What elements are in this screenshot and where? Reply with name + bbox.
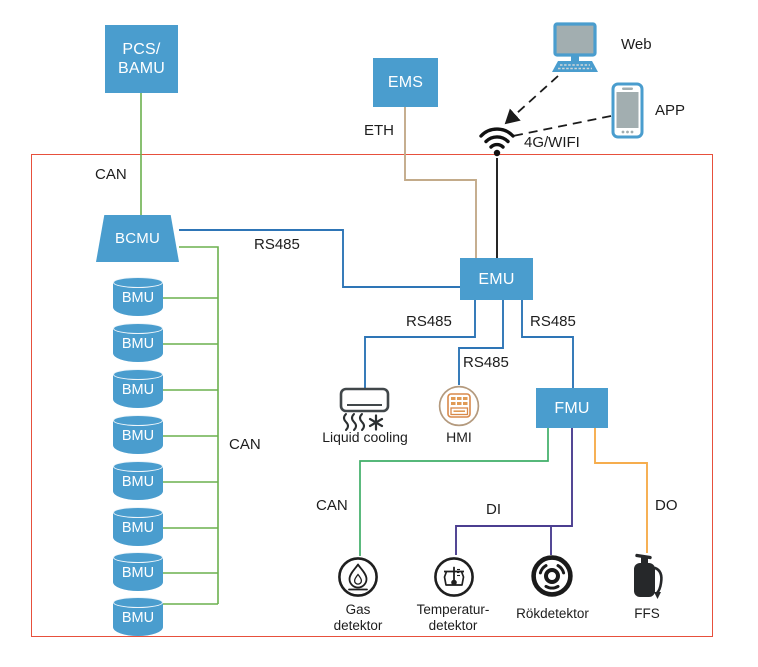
temp-detector-label-line1: Temperatur- — [416, 602, 490, 617]
bmu-cylinder-top — [113, 507, 163, 518]
rs485-bcmu-label: RS485 — [254, 236, 300, 253]
wifi-signal-icon — [479, 127, 515, 157]
bmu-label: BMU — [121, 565, 155, 581]
bmu-label: BMU — [121, 610, 155, 626]
can-gas-label: CAN — [316, 497, 348, 514]
eth-label: ETH — [364, 122, 394, 139]
air-conditioner-icon — [339, 387, 390, 431]
snowflake-icon — [368, 414, 384, 431]
node-bmu-4: BMU — [113, 415, 163, 454]
emu-label: EMU — [478, 270, 515, 288]
bmu-cylinder-top — [113, 277, 163, 288]
rs485-liquid-label: RS485 — [406, 313, 452, 330]
wifi-label: 4G/WIFI — [524, 134, 580, 151]
bmu-cylinder-top — [113, 552, 163, 563]
bmu-label: BMU — [121, 382, 155, 398]
liquid-cooling-label: Liquid cooling — [322, 429, 408, 445]
smartphone-icon — [611, 82, 644, 139]
node-bmu-7: BMU — [113, 552, 163, 591]
node-bmu-6: BMU — [113, 507, 163, 546]
ems-label: EMS — [387, 74, 424, 91]
control-panel-icon — [438, 385, 480, 427]
node-bmu-2: BMU — [113, 323, 163, 362]
can-bmu-label: CAN — [229, 436, 261, 453]
node-fmu: FMU — [536, 388, 608, 428]
can-pcs-label: CAN — [95, 166, 127, 183]
bmu-cylinder-top — [113, 415, 163, 426]
temp-detector-label-line2: detektor — [428, 617, 478, 633]
app-label: APP — [655, 102, 686, 119]
dashed-link-web-to-wifi — [504, 75, 559, 125]
gas-detector-label-line1: Gas — [345, 602, 371, 617]
desktop-computer-icon — [552, 22, 598, 72]
pcs-bamu-label-line1: PCS/ — [122, 41, 161, 58]
dashed-link-app-to-wifi — [512, 115, 612, 137]
bmu-cylinder-top — [113, 323, 163, 334]
bcmu-label: BCMU — [115, 230, 160, 247]
fire-extinguisher-icon — [634, 553, 663, 599]
flame-detector-icon — [338, 557, 378, 597]
node-emu: EMU — [460, 258, 533, 300]
web-label: Web — [621, 36, 652, 53]
rs485-hmi-label: RS485 — [463, 354, 509, 371]
node-pcs-bamu: PCS/ BAMU — [105, 25, 178, 93]
hmi-label: HMI — [446, 429, 472, 445]
bmu-cylinder-top — [113, 369, 163, 380]
bmu-label: BMU — [121, 520, 155, 536]
rs485-fmu-label: RS485 — [530, 313, 576, 330]
bmu-label: BMU — [121, 428, 155, 444]
system-boundary-frame — [31, 154, 713, 637]
do-label: DO — [655, 497, 678, 514]
bmu-label: BMU — [121, 290, 155, 306]
pcs-bamu-label-line2: BAMU — [117, 60, 166, 77]
node-bcmu: BCMU — [96, 215, 179, 262]
di-label: DI — [486, 501, 501, 518]
node-ems: EMS — [373, 58, 438, 107]
fmu-label: FMU — [554, 399, 590, 417]
ffs-label: FFS — [634, 606, 660, 621]
bmu-cylinder-top — [113, 597, 163, 608]
bmu-label: BMU — [121, 336, 155, 352]
gas-detector-label-line2: detektor — [333, 617, 383, 633]
smoke-detector-icon — [531, 555, 573, 597]
node-bmu-8: BMU — [113, 597, 163, 636]
bmu-cylinder-top — [113, 461, 163, 472]
bmu-label: BMU — [121, 474, 155, 490]
thermometer-detector-icon — [434, 557, 474, 597]
node-bmu-5: BMU — [113, 461, 163, 500]
node-bmu-3: BMU — [113, 369, 163, 408]
node-bmu-1: BMU — [113, 277, 163, 316]
smoke-detector-label: Rökdetektor — [516, 606, 589, 621]
